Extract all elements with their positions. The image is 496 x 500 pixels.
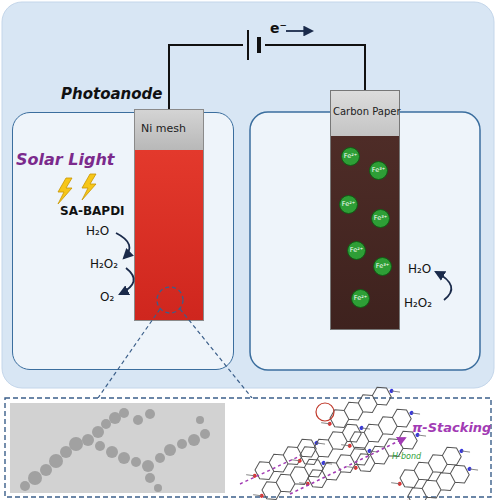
node-label: Fe³⁺ xyxy=(374,258,391,275)
stacking-arrow xyxy=(240,456,300,484)
node-label: Fe²⁺ xyxy=(348,242,365,259)
highlight-circle xyxy=(316,403,334,421)
species-label: O₂ xyxy=(100,290,114,304)
interaction-label: π-Stacking xyxy=(412,420,491,435)
node-label: Fe²⁺ xyxy=(352,290,369,307)
node-label: Carbon Paper xyxy=(333,106,401,117)
reaction-arrow xyxy=(436,272,451,300)
node-label: Fe²⁺ xyxy=(340,196,357,213)
tem-image xyxy=(10,403,225,493)
molecule-stack xyxy=(244,379,481,500)
node-label: Fe³⁺ xyxy=(372,210,389,227)
battery-short-plate xyxy=(257,37,261,53)
zoom-box xyxy=(5,398,491,497)
material-label: SA-BAPDI xyxy=(60,204,125,218)
node-label: Photoanode xyxy=(61,85,162,103)
cell-panel xyxy=(2,2,494,388)
iron-ion: Fe²⁺ xyxy=(351,289,370,308)
species-label: H₂O xyxy=(86,224,109,238)
battery-gap xyxy=(243,40,265,51)
iron-ion: Fe³⁺ xyxy=(371,209,390,228)
light-label: Solar Light xyxy=(16,150,114,169)
iron-ion: Fe³⁺ xyxy=(369,161,388,180)
stacking-arrow xyxy=(290,438,405,494)
interaction-label: H-bond xyxy=(392,452,421,461)
node-label: Fe²⁺ xyxy=(342,148,359,165)
species-label: H₂O xyxy=(408,262,431,276)
iron-ion: Fe²⁺ xyxy=(339,195,358,214)
iron-ion: Fe²⁺ xyxy=(347,241,366,260)
iron-ion: Fe³⁺ xyxy=(373,257,392,276)
node-label: Ni mesh xyxy=(141,122,186,135)
cathode-electrode: Carbon PaperFe²⁺ Fe³⁺ Fe²⁺ Fe³⁺ Fe²⁺ Fe³⁺ Fe²⁺ xyxy=(330,90,400,330)
electron-arrow xyxy=(286,30,312,32)
battery-long-plate xyxy=(247,30,249,60)
iron-ion: Fe²⁺ xyxy=(341,147,360,166)
species-label: H₂O₂ xyxy=(404,296,432,310)
electron-label: e⁻ xyxy=(270,20,287,36)
node-label: Fe³⁺ xyxy=(370,162,387,179)
tem-particles xyxy=(20,408,210,492)
photoanode-electrode: Ni mesh xyxy=(134,109,204,321)
species-label: H₂O₂ xyxy=(90,257,118,271)
